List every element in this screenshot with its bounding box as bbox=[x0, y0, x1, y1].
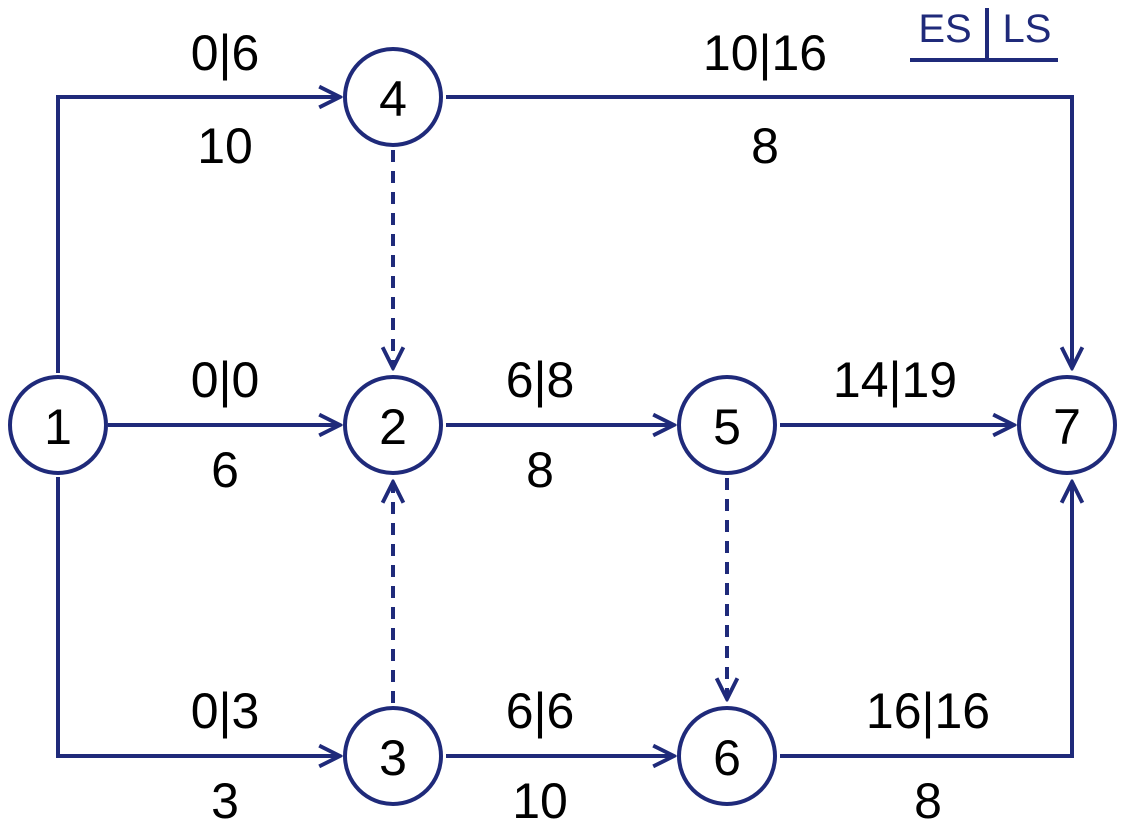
edge-6-7 bbox=[780, 482, 1072, 758]
edge-1-3-duration: 3 bbox=[211, 773, 239, 829]
edge-3-6-duration: 10 bbox=[512, 773, 568, 829]
edge-4-7 bbox=[446, 95, 1072, 368]
node-1-circle bbox=[8, 375, 108, 475]
node-1: 1 bbox=[8, 375, 108, 475]
edge-1-4-es-ls: 0|6 bbox=[191, 25, 260, 81]
node-7-circle bbox=[1017, 375, 1117, 475]
edge-1-2-duration: 6 bbox=[211, 442, 239, 498]
nodes: 1 2 3 4 5 6 7 bbox=[8, 47, 1117, 806]
node-4-circle bbox=[343, 47, 443, 147]
node-2-circle bbox=[343, 375, 443, 475]
edge-1-4-duration: 10 bbox=[197, 118, 253, 174]
legend-es: ES bbox=[918, 7, 971, 51]
edge-labels: 0|6 10 10|16 8 0|0 6 6|8 8 14|19 0|3 3 6… bbox=[191, 25, 990, 829]
node-6-label: 6 bbox=[713, 730, 741, 786]
node-4-label: 4 bbox=[379, 71, 407, 127]
node-1-label: 1 bbox=[44, 399, 72, 455]
edge-1-4 bbox=[56, 97, 340, 373]
edge-4-7-duration: 8 bbox=[751, 118, 779, 174]
node-2: 2 bbox=[343, 375, 443, 475]
edge-3-6-es-ls: 6|6 bbox=[506, 683, 575, 739]
node-7-label: 7 bbox=[1053, 399, 1081, 455]
node-5-circle bbox=[677, 375, 777, 475]
edge-1-2-es-ls: 0|0 bbox=[191, 352, 260, 408]
node-7: 7 bbox=[1017, 375, 1117, 475]
edges bbox=[56, 95, 1072, 758]
node-6: 6 bbox=[677, 706, 777, 806]
edge-6-7-es-ls: 16|16 bbox=[866, 683, 990, 739]
edge-2-5-es-ls: 6|8 bbox=[506, 352, 575, 408]
edge-1-3-es-ls: 0|3 bbox=[191, 683, 260, 739]
legend-ls: LS bbox=[1003, 7, 1052, 51]
edge-2-5-duration: 8 bbox=[526, 442, 554, 498]
node-6-circle bbox=[677, 706, 777, 806]
edge-1-3 bbox=[56, 477, 340, 756]
node-5: 5 bbox=[677, 375, 777, 475]
edge-4-7-es-ls: 10|16 bbox=[703, 25, 827, 81]
node-3-label: 3 bbox=[379, 730, 407, 786]
node-2-label: 2 bbox=[379, 399, 407, 455]
node-3: 3 bbox=[343, 706, 443, 806]
edge-6-7-duration: 8 bbox=[914, 773, 942, 829]
legend: ES LS bbox=[910, 7, 1058, 62]
edge-5-7-es-ls: 14|19 bbox=[833, 352, 957, 408]
node-3-circle bbox=[343, 706, 443, 806]
node-5-label: 5 bbox=[713, 399, 741, 455]
node-4: 4 bbox=[343, 47, 443, 147]
